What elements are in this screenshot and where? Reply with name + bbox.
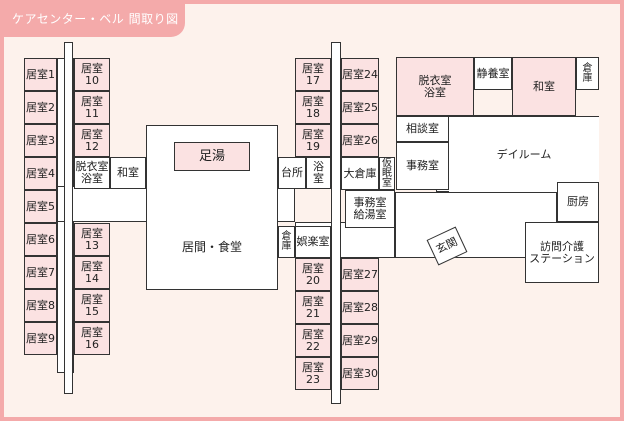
room-6: 居室6 (24, 223, 57, 256)
room-19: 居室19 (295, 124, 331, 157)
room-22: 居室22 (295, 324, 331, 357)
room-23: 居室23 (295, 357, 331, 390)
room-29: 居室29 (341, 324, 379, 357)
room-21: 居室21 (295, 291, 331, 324)
living-dining-label: 居間・食堂 (181, 240, 242, 254)
pillar-west (64, 42, 73, 394)
home-care-station: 訪問介護 ステーション (525, 222, 599, 283)
room-26: 居室26 (341, 124, 379, 157)
storage-small-east: 倉 庫 (576, 57, 599, 90)
room-16: 居室16 (74, 322, 110, 355)
large-storage: 大倉庫 (341, 157, 379, 190)
room-10: 居室10 (74, 58, 110, 91)
room-15: 居室15 (74, 289, 110, 322)
recreation-room: 娯楽室 (295, 226, 331, 258)
office-kitchenette: 事務室 給湯室 (345, 190, 395, 228)
room-2: 居室2 (24, 91, 57, 124)
room-4: 居室4 (24, 157, 57, 190)
room-9: 居室9 (24, 322, 57, 355)
room-18: 居室18 (295, 91, 331, 124)
consultation-room: 相談室 (396, 116, 449, 142)
room-8: 居室8 (24, 289, 57, 322)
kitchen-east: 厨房 (557, 182, 599, 222)
room-20: 居室20 (295, 258, 331, 291)
room-12: 居室12 (74, 124, 110, 157)
room-7: 居室7 (24, 256, 57, 289)
foot-bath: 足湯 (174, 142, 250, 171)
room-27: 居室27 (341, 258, 379, 291)
pillar-center (331, 42, 341, 404)
room-17: 居室17 (295, 58, 331, 91)
room-24: 居室24 (341, 58, 379, 91)
dressing-bath-room-east: 脱衣室 浴室 (396, 57, 474, 116)
small-bath: 浴 室 (306, 157, 331, 189)
room-30: 居室30 (341, 357, 379, 390)
storage-small-west: 倉 庫 (278, 226, 295, 258)
dressing-bath-room-west: 脱衣室 浴室 (74, 157, 110, 189)
japanese-room-east: 和室 (512, 57, 576, 116)
room-3: 居室3 (24, 124, 57, 157)
room-5: 居室5 (24, 190, 57, 223)
quiet-room: 静養室 (474, 57, 512, 90)
japanese-room-west: 和室 (110, 157, 146, 189)
title-tab: ケアセンター・ベル 間取り図 (0, 0, 185, 37)
nap-room: 仮 眠 室 (379, 157, 395, 190)
room-13: 居室13 (74, 223, 110, 256)
office: 事務室 (396, 142, 449, 190)
kitchen: 台所 (278, 157, 306, 189)
room-14: 居室14 (74, 256, 110, 289)
room-1: 居室1 (24, 58, 57, 91)
room-11: 居室11 (74, 91, 110, 124)
room-25: 居室25 (341, 91, 379, 124)
page-title: ケアセンター・ベル 間取り図 (12, 12, 179, 26)
day-room: デイルーム (449, 116, 599, 192)
room-28: 居室28 (341, 291, 379, 324)
